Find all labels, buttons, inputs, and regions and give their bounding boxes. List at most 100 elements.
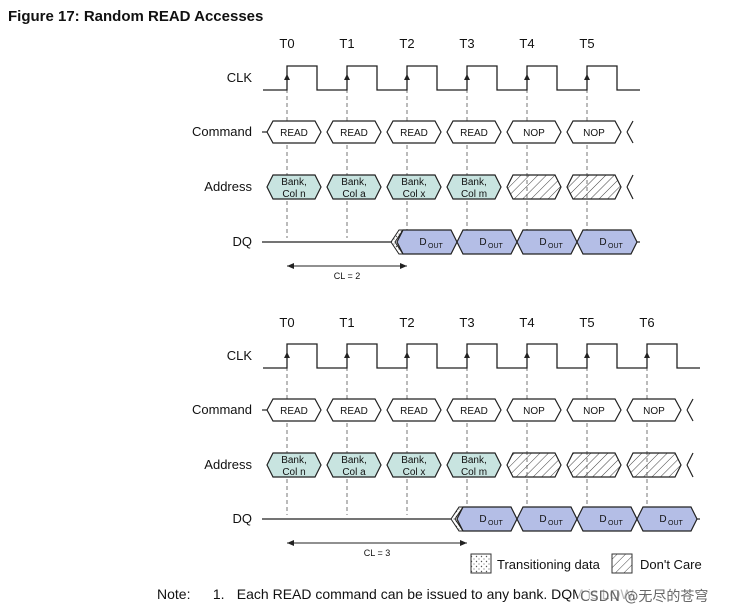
dq-data-label: D [599,514,606,525]
address-line1: Bank, [461,177,487,188]
rising-edge-arrow [584,74,590,80]
dq-data-subscript: OUT [488,243,504,250]
address-line1: Bank, [401,455,427,466]
rising-edge-arrow [284,74,290,80]
address-cell [386,174,442,200]
clock-edge-label: T2 [399,36,414,51]
clock-edge-label: T3 [459,315,474,330]
dq-data-cell [456,229,518,255]
command-label: Command [192,124,252,139]
address-line1: Bank, [461,455,487,466]
address-line2: Col m [461,467,487,478]
rising-edge-arrow [464,352,470,358]
command-cell [506,398,562,422]
address-line2: Col x [403,189,426,200]
dq-data-cell [456,506,518,532]
cl-arrow-left [287,540,294,546]
dq-data-cell [516,506,578,532]
command-cell [446,120,502,144]
clock-edge-label: T2 [399,315,414,330]
clock-edge-label: T1 [339,36,354,51]
cl-arrow-right [400,263,407,269]
command-cell [326,120,382,144]
address-line2: Col x [403,467,426,478]
dq-label: DQ [233,234,253,249]
address-dont-care-cell [506,174,562,200]
command-text: READ [460,128,488,139]
clock-edge-label: T5 [579,36,594,51]
dq-data-cell [636,506,698,532]
address-line1: Bank, [401,177,427,188]
command-text: READ [280,128,308,139]
clock-edge-label: T0 [279,315,294,330]
command-text: READ [340,406,368,417]
address-line2: Col n [282,189,305,200]
transitioning-data-label: Transitioning data [497,557,601,572]
address-line2: Col a [342,467,366,478]
address-line1: Bank, [341,455,367,466]
note-text: Each READ command can be issued to any b… [236,586,637,602]
command-text: NOP [523,128,545,139]
address-label: Address [204,179,252,194]
transitioning-data-swatch [470,553,492,574]
command-cell [386,398,442,422]
address-cell [446,452,502,478]
dq-data-subscript: OUT [548,520,564,527]
address-line1: Bank, [281,455,307,466]
address-cell [266,452,322,478]
command-bus-tail [686,398,694,422]
command-cell [386,120,442,144]
clock-edge-label: T3 [459,36,474,51]
command-text: READ [460,406,488,417]
cl-label: CL = 3 [364,548,390,558]
dq-data-subscript: OUT [488,520,504,527]
command-cell [446,398,502,422]
dq-data-subscript: OUT [608,243,624,250]
command-text: NOP [523,406,545,417]
dont-care-label: Don't Care [640,557,702,572]
note-number: 1. [212,586,225,602]
dq-data-label: D [599,237,606,248]
figure-title: Figure 17: Random READ Accesses [8,8,264,25]
rising-edge-arrow [344,352,350,358]
command-text: NOP [583,406,605,417]
clock-waveform [263,343,700,369]
command-cell [566,398,622,422]
dq-data-label: D [479,237,486,248]
rising-edge-arrow [524,74,530,80]
command-bus-tail [626,120,634,144]
rising-edge-arrow [404,352,410,358]
command-text: NOP [583,128,605,139]
address-dont-care-cell [626,452,682,478]
clock-edge-label: T0 [279,36,294,51]
address-line2: Col a [342,189,366,200]
dq-data-cell [396,229,458,255]
command-cell [566,120,622,144]
cl-arrow-right [460,540,467,546]
clock-waveform [263,65,640,91]
command-cell [626,398,682,422]
dq-transition [450,506,464,532]
dq-data-label: D [539,237,546,248]
address-cell [386,452,442,478]
address-bus-tail [686,452,694,478]
address-dont-care-cell [566,452,622,478]
command-text: READ [280,406,308,417]
dq-data-subscript: OUT [608,520,624,527]
dq-data-cell [576,506,638,532]
clk-label: CLK [227,348,253,363]
clk-label: CLK [227,70,253,85]
address-cell [266,174,322,200]
address-cell [326,452,382,478]
dq-label: DQ [233,511,253,526]
address-dont-care-cell [566,174,622,200]
dq-data-cell [576,229,638,255]
clock-edge-label: T4 [519,315,534,330]
dq-data-label: D [659,514,666,525]
command-cell [326,398,382,422]
dont-care-swatch [611,553,633,574]
rising-edge-arrow [524,352,530,358]
dq-data-subscript: OUT [668,520,684,527]
